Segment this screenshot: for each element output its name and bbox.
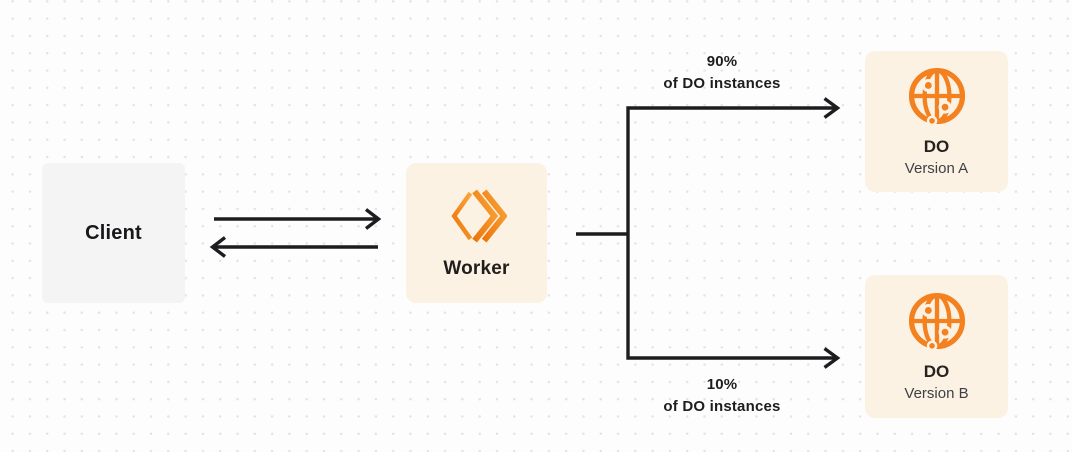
connector-branch-bottom <box>626 234 835 360</box>
do-version-b-node: DO Version B <box>865 275 1008 418</box>
label-top-branch: 90% of DO instances <box>612 51 832 95</box>
client-label: Client <box>85 221 142 244</box>
do-version-a-node: DO Version A <box>865 51 1008 192</box>
label-bottom-branch: 10% of DO instances <box>612 374 832 418</box>
arrowhead-bottom-branch <box>823 347 841 369</box>
bottom-branch-caption: of DO instances <box>663 398 781 415</box>
bottom-branch-percent: 10% <box>706 376 738 393</box>
durable-object-globe-icon <box>906 65 968 127</box>
do-b-title: DO <box>923 361 950 381</box>
workers-chevrons-icon <box>447 186 508 246</box>
worker-label: Worker <box>443 258 510 279</box>
do-a-title: DO <box>923 136 950 156</box>
top-branch-percent: 90% <box>706 53 738 70</box>
top-branch-caption: of DO instances <box>663 75 781 92</box>
arrowhead-left <box>209 236 227 258</box>
connector-branch-top <box>626 106 835 234</box>
arrowhead-right <box>364 208 382 230</box>
do-b-subtitle: Version B <box>904 384 969 402</box>
do-a-subtitle: Version A <box>904 159 969 177</box>
worker-node: Worker <box>406 163 547 303</box>
durable-object-globe-icon <box>906 290 968 352</box>
arrowhead-top-branch <box>823 97 841 119</box>
client-node: Client <box>42 163 185 303</box>
